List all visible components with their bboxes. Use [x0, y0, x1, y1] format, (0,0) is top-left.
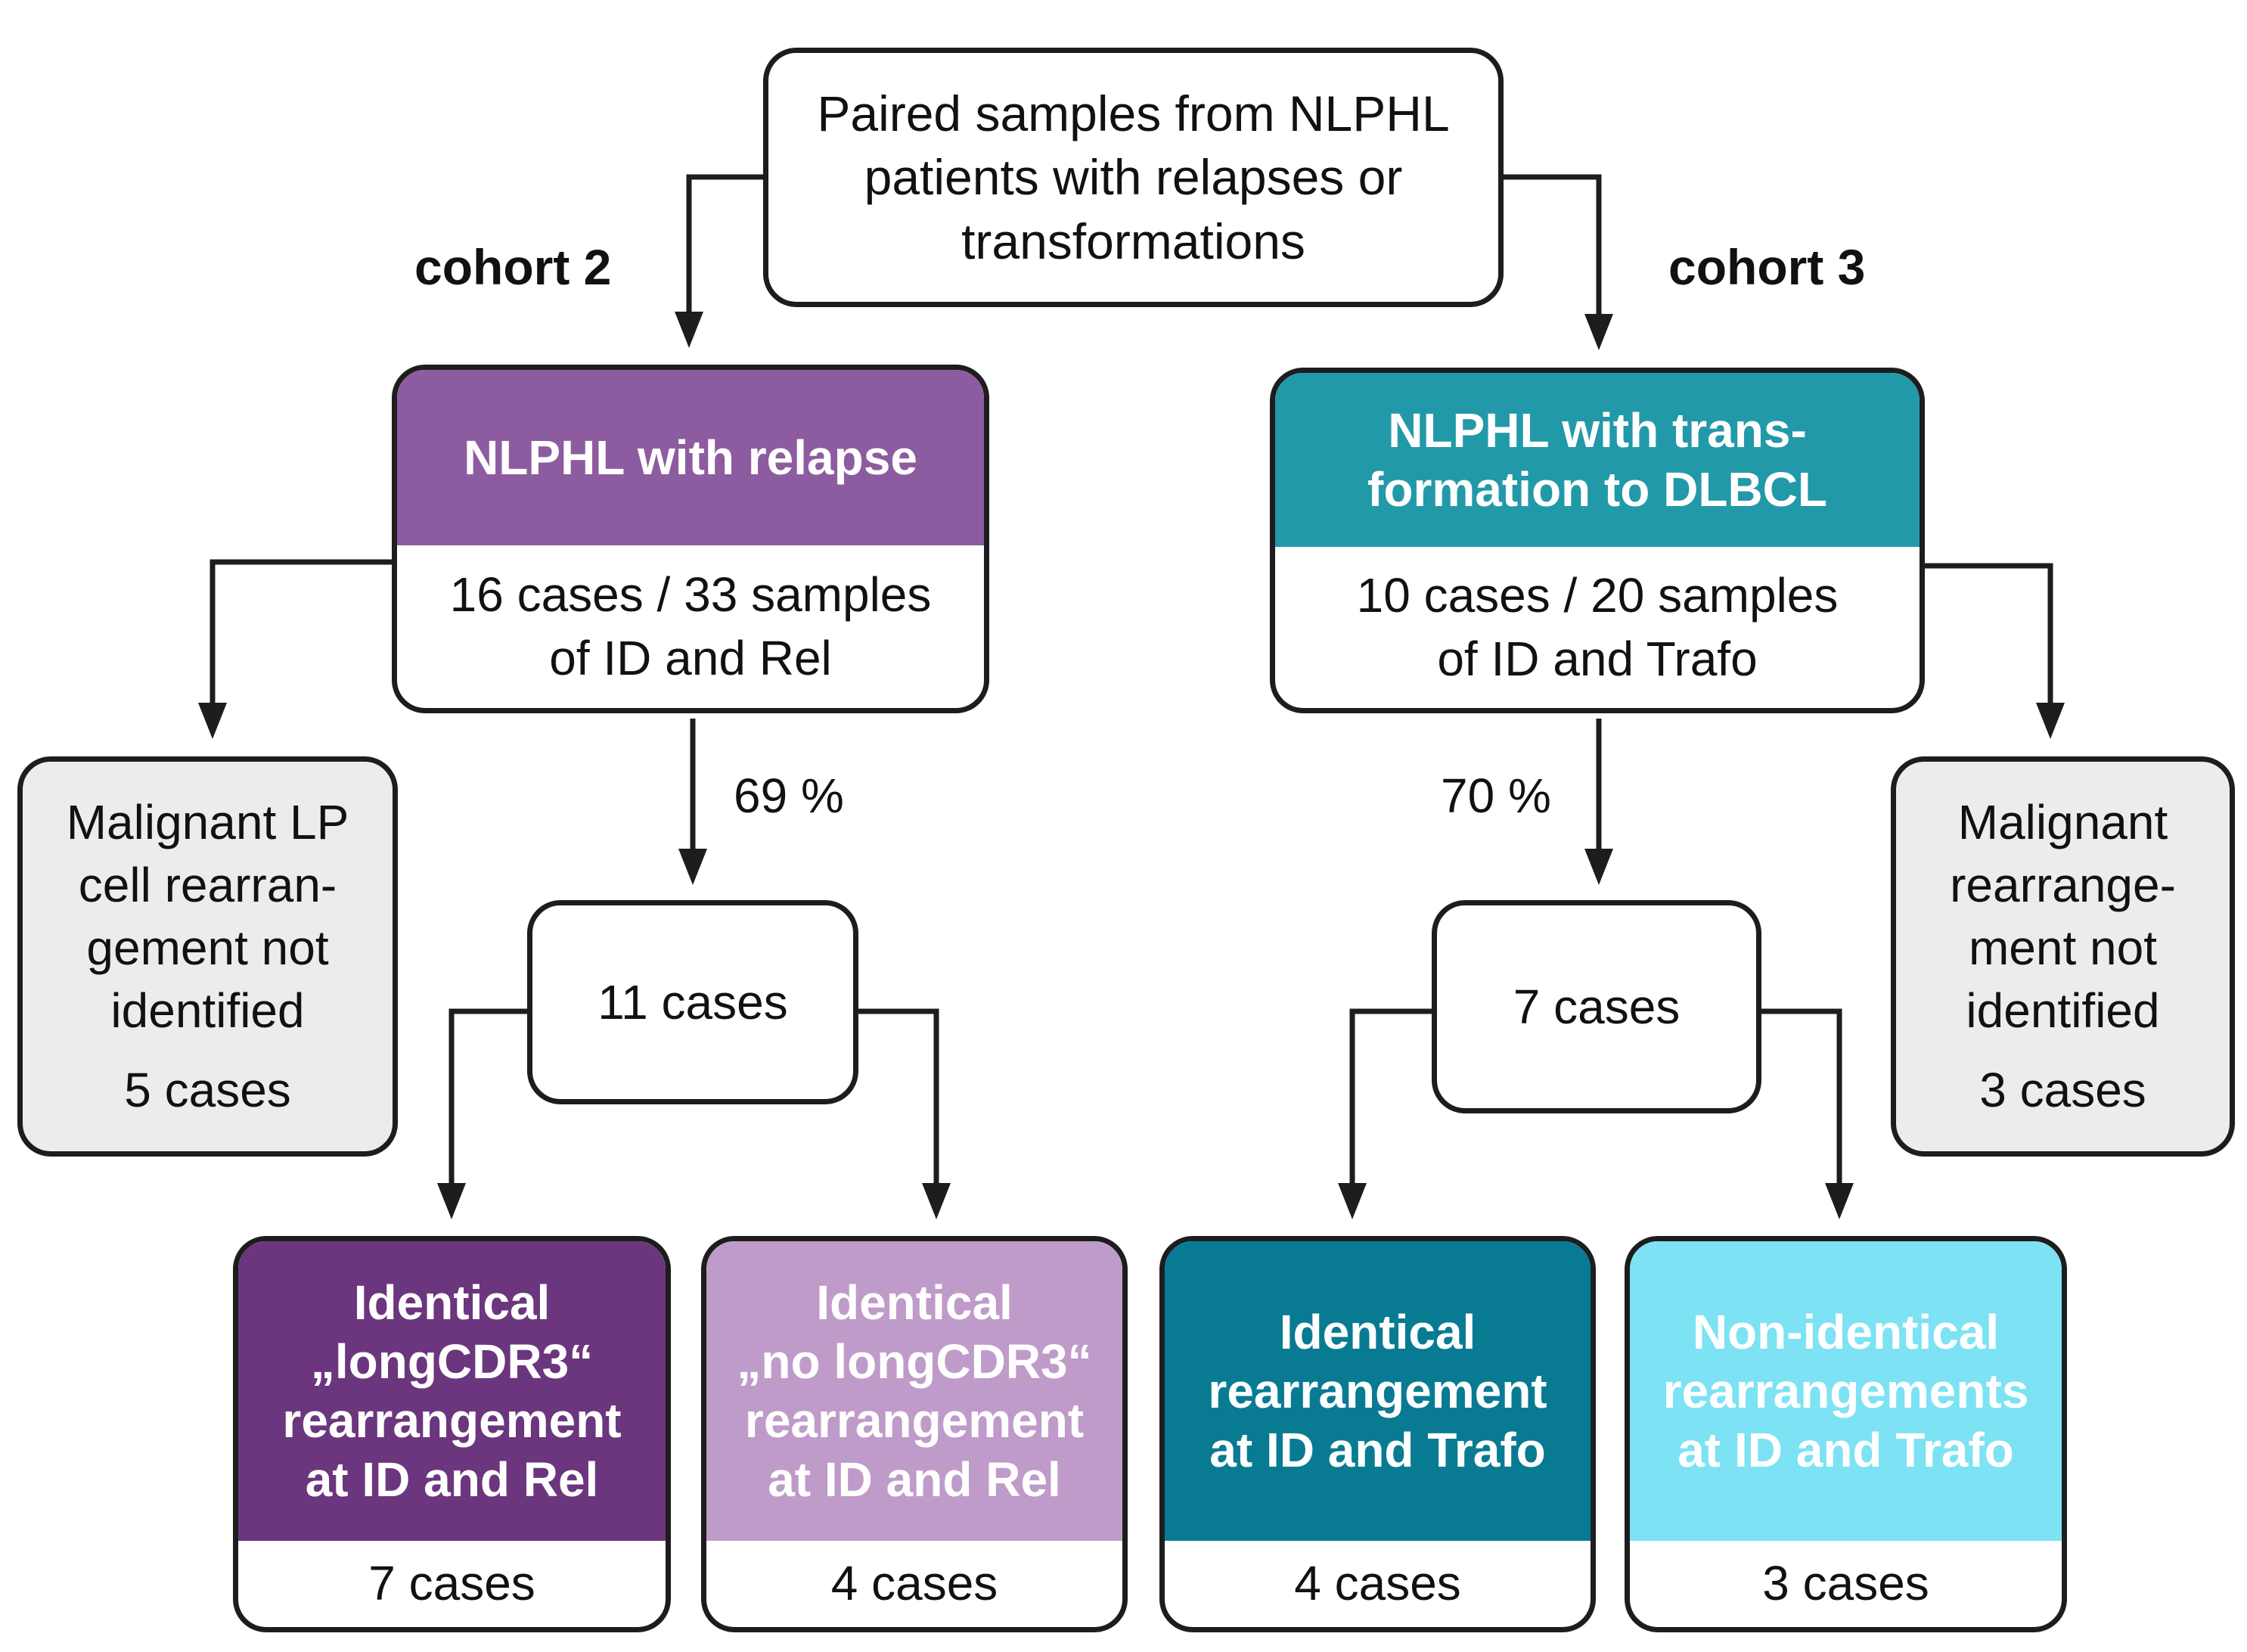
cohort-2-to-not-identified-line	[209, 559, 392, 716]
cohort-2-title: NLPHL with relapse	[464, 430, 917, 485]
identified-2-to-no-longcdr3-line	[858, 1008, 939, 1197]
cohort-2-label: cohort 2	[414, 239, 612, 295]
root-to-cohort-3-arrowhead-icon	[1584, 314, 1613, 350]
cohort-3-identified-count: 7 cases	[1513, 980, 1681, 1034]
cohort-3-not-identified-box: Malignant rearrange- ment not identified…	[1891, 756, 2235, 1157]
root-box: Paired samples from NLPHL patients with …	[763, 48, 1504, 307]
outcome-box-identical-trafo: Identical rearrangement at ID and Trafo …	[1159, 1236, 1596, 1632]
cohort-2-identified-box: 11 cases	[527, 900, 858, 1104]
identified-3-to-identical-arrowhead-icon	[1338, 1183, 1367, 1219]
cohort-2-not-identified-box: Malignant LP cell rearran- gement not id…	[17, 756, 398, 1157]
cohort-3-not-identified-text: Malignant rearrange- ment not identified	[1950, 794, 2176, 1039]
outcome-title: Identical rearrangement at ID and Trafo	[1208, 1304, 1547, 1478]
cohort-3-label: cohort 3	[1668, 239, 1866, 295]
cohort-2-not-identified-count: 5 cases	[124, 1063, 291, 1118]
identified-3-to-identical-line	[1349, 1008, 1432, 1197]
root-to-cohort-2-line	[686, 174, 763, 325]
outcome-count: 4 cases	[1294, 1556, 1461, 1611]
identified-2-to-longcdr3-line	[448, 1008, 527, 1197]
cohort-3-not-identified-count: 3 cases	[1979, 1063, 2146, 1118]
cohort-2-not-identified-text: Malignant LP cell rearran- gement not id…	[66, 794, 349, 1039]
cohort-2-to-not-identified-arrowhead-icon	[198, 703, 227, 739]
identified-3-to-non-identical-arrowhead-icon	[1825, 1183, 1854, 1219]
outcome-count: 4 cases	[830, 1556, 998, 1611]
cohort-2-identified-count: 11 cases	[597, 975, 788, 1029]
outcome-count: 3 cases	[1762, 1556, 1929, 1611]
cohort-3-to-identified-arrowhead-icon	[1584, 849, 1613, 885]
identified-2-to-longcdr3-arrowhead-icon	[437, 1183, 466, 1219]
identified-3-to-non-identical-line	[1761, 1008, 1842, 1197]
cohort-2-percent: 69 %	[734, 769, 844, 823]
outcome-title: Non-identical rearrangements at ID and T…	[1662, 1304, 2029, 1478]
outcome-box-longcdr3: Identical „longCDR3“ rearrangement at ID…	[233, 1236, 671, 1632]
identified-2-to-no-longcdr3-arrowhead-icon	[922, 1183, 951, 1219]
cohort-3-to-not-identified-arrowhead-icon	[2036, 703, 2065, 739]
outcome-box-non-identical-trafo: Non-identical rearrangements at ID and T…	[1625, 1236, 2067, 1632]
outcome-count: 7 cases	[368, 1556, 535, 1611]
outcome-title: Identical „no longCDR3“ rearrangement at…	[737, 1275, 1092, 1508]
root-to-cohort-2-arrowhead-icon	[675, 312, 703, 348]
cohort-3-title: NLPHL with trans- formation to DLBCL	[1367, 402, 1827, 517]
cohort-2-to-identified-arrowhead-icon	[678, 849, 707, 885]
root-to-cohort-3-line	[1504, 174, 1602, 328]
cohort-3-box: NLPHL with trans- formation to DLBCL 10 …	[1270, 368, 1925, 713]
outcome-box-no-longcdr3: Identical „no longCDR3“ rearrangement at…	[701, 1236, 1128, 1632]
cohort-3-summary: 10 cases / 20 samples of ID and Trafo	[1356, 568, 1839, 686]
outcome-title: Identical „longCDR3“ rearrangement at ID…	[282, 1275, 622, 1508]
cohort-3-percent: 70 %	[1441, 769, 1551, 823]
cohort-3-to-not-identified-line	[1925, 563, 2053, 716]
root-text: Paired samples from NLPHL patients with …	[817, 85, 1450, 269]
cohort-2-header: NLPHL with relapse	[397, 370, 984, 545]
cohort-3-identified-box: 7 cases	[1432, 900, 1761, 1113]
cohort-3-header: NLPHL with trans- formation to DLBCL	[1275, 373, 1920, 547]
cohort-2-box: NLPHL with relapse 16 cases / 33 samples…	[392, 365, 989, 713]
cohort-2-summary: 16 cases / 33 samples of ID and Rel	[449, 567, 932, 685]
